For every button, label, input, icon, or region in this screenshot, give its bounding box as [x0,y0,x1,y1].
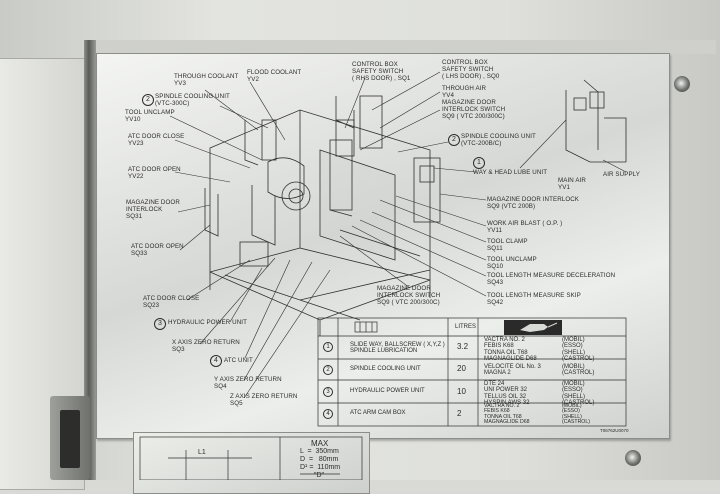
label-atc-door-open-sq33: ATC DOOR OPEN SQ33 [131,243,184,257]
table-row-brand: (MOBIL) (ESSO) (SHELL) (CASTROL) [562,403,590,425]
label-hydraulic-power-unit: HYDRAULIC POWER UNIT [168,319,248,326]
label-main-air: MAIN AIR YV1 [558,177,586,191]
table-row-brand: (MOBIL) (ESSO) (SHELL) (CASTROL) [562,381,595,407]
panel-screw-bottom [625,450,641,466]
panel-top-lip [96,40,716,54]
max-diameter-d: D = 80mm [300,456,339,463]
label-tool-unclamp-yv10: TOOL UNCLAMP YV10 [125,109,175,123]
circled-number-3: 3 [154,318,166,330]
label-flood-coolant: FLOOD COOLANT YV2 [247,69,302,83]
max-diameter-d1: D¹ = 110mm [300,464,341,471]
circled-number-2: 2 [142,94,154,106]
latch-slot [60,410,80,468]
label-spindle-cooling-200bc: SPINDLE COOLING UNIT (VTC-200B/C) [461,133,536,147]
label-atc-unit: ATC UNIT [224,357,253,364]
label-work-air-blast: WORK AIR BLAST ( O.P. ) YV11 [487,220,563,234]
label-through-coolant: THROUGH COOLANT YV3 [174,73,239,87]
label-y-axis-zero-return: Y AXIS ZERO RETURN SQ4 [214,376,282,390]
label-atc-door-open-yv22: ATC DOOR OPEN YV22 [128,166,181,180]
part-number: T06762U0070 [600,428,629,433]
door-latch [50,396,90,480]
lubricant-icon [354,321,378,333]
label-magazine-door-interlock-sq9: MAGAZINE DOOR INTERLOCK SWITCH SQ9 ( VTC… [442,99,506,120]
circled-number-2b: 2 [448,134,460,146]
label-z-axis-zero-return: Z AXIS ZERO RETURN SQ5 [230,393,298,407]
label-tool-unclamp-sq10: TOOL UNCLAMP SQ10 [487,256,537,270]
table-row-litres: 20 [457,364,466,373]
table-row-number: 1 [323,342,333,352]
table-row-oil: DTE 24 UNI POWER 32 TELLUS OIL 32 HYSPIN… [484,381,530,407]
table-row-litres: 10 [457,387,466,396]
table-row-brand: (MOBIL) (CASTROL) [562,364,595,377]
tool-size-drawing [139,436,363,480]
l1-dimension: L1 [198,449,206,456]
table-row-number: 4 [323,409,333,419]
table-row-brand: (MOBIL) (ESSO) (SHELL) (CASTROL) [562,337,595,363]
door-seam [84,40,96,480]
table-row-oil: VELOCITE OIL No. 3 MAGNA 2 [484,364,541,377]
label-atc-door-close-sq23: ATC DOOR CLOSE SQ23 [143,295,200,309]
label-magazine-door-interlock-sq31: MAGAZINE DOOR INTERLOCK SQ31 [126,199,180,220]
circled-number-4: 4 [210,355,222,367]
table-row-description: SPINDLE COOLING UNIT [350,366,421,372]
max-length-l: L = 350mm [300,448,339,455]
table-header-litres: LITRES [455,324,477,330]
label-air-supply: AIR SUPPLY [603,171,640,178]
table-row-number: 3 [323,387,333,397]
panel-screw-top [674,76,690,92]
label-control-box-rhs: CONTROL BOX SAFETY SWITCH ( RHS DOOR) , … [352,61,411,82]
table-row-oil: VACTRA NO. 2 FEBIS K68 TONNA OIL T68 MAG… [484,337,537,363]
label-tool-length-skip: TOOL LENGTH MEASURE SKIP SQ42 [487,292,581,306]
label-spindle-cooling-300c: SPINDLE COOLING UNIT (VTC-300C) [155,93,230,107]
table-row-number: 2 [323,365,333,375]
table-row-description: SLIDE WAY, BALLSCREW ( X,Y,Z ) SPINDLE L… [350,342,445,355]
table-row-description: ATC ARM CAM BOX [350,410,406,416]
circled-number-1: 1 [473,157,485,169]
lubrication-info-plate [96,53,670,439]
label-atc-door-close-yv23: ATC DOOR CLOSE YV23 [128,133,185,147]
d-dimension: "D" [314,472,325,479]
table-row-litres: 3.2 [457,342,469,351]
label-through-air: THROUGH AIR YV4 [442,85,487,99]
table-row-oil: VACTRA NO. 2 FEBIS K68 TONNA OIL T68 MAG… [484,403,530,425]
label-tool-length-deceleration: TOOL LENGTH MEASURE DECELERATION SQ43 [487,272,616,286]
label-control-box-lhs: CONTROL BOX SAFETY SWITCH ( LHS DOOR) , … [442,59,500,80]
label-x-axis-zero-return: X AXIS ZERO RETURN SQ3 [172,339,240,353]
max-label: MAX [311,439,329,448]
table-row-description: HYDRAULIC POWER UNIT [350,388,425,394]
label-way-head-lube-unit: WAY & HEAD LUBE UNIT [473,169,548,176]
machine-isometric-drawing [169,71,627,427]
label-magazine-door-interlock-sq9b: MAGAZINE DOOR INTERLOCK SQ9 (VTC 200B) [487,196,580,210]
label-magazine-door-interlock-sq9c: MAGAZINE DOOR INTERLOCK SWITCH SQ9 ( VTC… [377,285,441,306]
table-row-litres: 2 [457,409,462,418]
label-tool-clamp: TOOL CLAMP SQ11 [487,238,528,252]
oil-can-icon [504,320,562,335]
